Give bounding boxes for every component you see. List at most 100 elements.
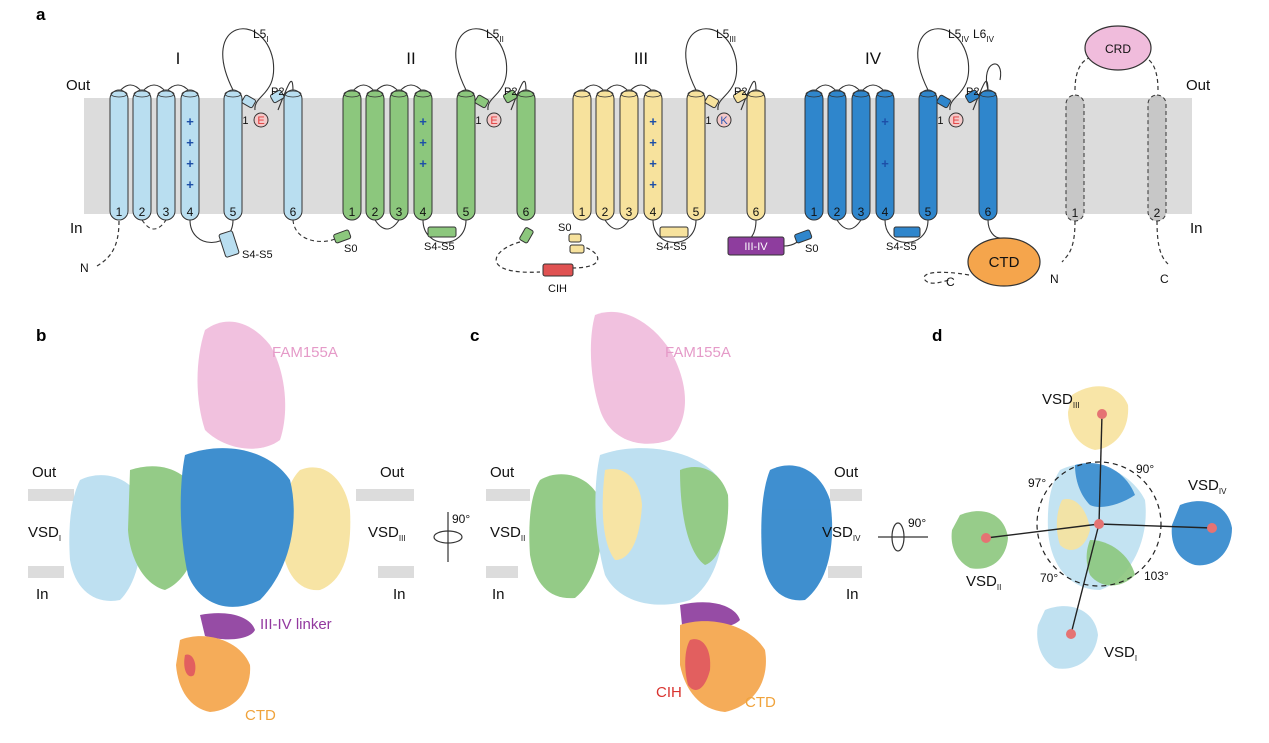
- segment-s2: [132, 89, 152, 221]
- panel-c-ctd-label: CTD: [745, 694, 776, 711]
- rotation-symbol-bc: 90°: [433, 512, 470, 562]
- gating-charge-icon: +: [419, 135, 427, 150]
- panel-b-out-right: Out: [380, 464, 405, 481]
- segment-s3: [851, 89, 871, 221]
- segment-top: [133, 90, 151, 98]
- iii-iv-linker-box: [727, 236, 785, 256]
- intracellular-loop: [836, 219, 862, 230]
- segment-number: 6: [290, 205, 297, 219]
- s4s5-label-ii: S4-S5: [424, 241, 455, 253]
- s4s5-label-i: S4-S5: [242, 249, 273, 261]
- ctd-tail: [923, 271, 970, 284]
- i-ii-linker: [292, 219, 341, 242]
- fam-n-tail: [1061, 220, 1076, 263]
- s0-label-ii: S0: [344, 243, 357, 255]
- fam155a-density-b: [197, 321, 286, 449]
- segment-top: [414, 90, 432, 98]
- panel-d: d VSDIII VSDIV VSDII VSDI 97° 90° 70° 10…: [932, 326, 1232, 669]
- angle-label-97: 97°: [1028, 476, 1046, 490]
- segment-s4: [413, 89, 433, 221]
- axis-to-vsd3: [1098, 413, 1103, 525]
- s4s5-helix-ii: [427, 226, 457, 238]
- intracellular-elements: N S4-S5 S0 S4-S5 CIH S0 S4-S5 III-IV S0 …: [80, 220, 1041, 295]
- cih-label-a: CIH: [548, 283, 567, 295]
- ctd-density-b: [176, 636, 251, 712]
- l5-loop: [455, 28, 508, 111]
- gating-charge-icon: +: [186, 114, 194, 129]
- s6-iv-to-ctd: [987, 219, 1001, 239]
- iii-iv-linker-label: III-IV: [744, 241, 768, 253]
- s0-label-iv: S0: [805, 243, 818, 255]
- segment-top: [181, 90, 199, 98]
- segment-number: 1: [349, 205, 356, 219]
- segment-s1: [804, 89, 824, 221]
- gating-charge-icon: +: [186, 135, 194, 150]
- segment-top: [805, 90, 823, 98]
- vsd3-density-d: [1068, 386, 1129, 450]
- segment-s6: [516, 89, 536, 221]
- panel-a-label: a: [36, 5, 46, 24]
- intracellular-loop: [604, 219, 630, 230]
- panel-b-label: b: [36, 326, 46, 345]
- p2-s6-loop: [277, 80, 294, 111]
- gating-charge-icon: +: [649, 177, 657, 192]
- structure-b: [69, 321, 351, 712]
- segment-s2: [595, 89, 615, 221]
- gating-charge-icon: +: [881, 156, 889, 171]
- cih-helix: [542, 263, 574, 277]
- segment-top: [343, 90, 361, 98]
- segment-top: [620, 90, 638, 98]
- s4-s5-connector: [652, 219, 697, 243]
- segment-number: 3: [163, 205, 170, 219]
- segment-number: 1: [579, 205, 586, 219]
- selectivity-residue-circle: [716, 112, 732, 128]
- pore-yellow-d: [1056, 499, 1090, 550]
- selectivity-residue-circle: [486, 112, 502, 128]
- membrane-bar-c-in-left: [486, 566, 518, 578]
- p1-helix: [704, 94, 719, 109]
- segment-number: 4: [882, 205, 889, 219]
- panel-b-linker-label: III-IV linker: [260, 616, 332, 633]
- p2-helix: [965, 89, 980, 104]
- fam-tm2-label: 2: [1154, 206, 1161, 220]
- segment-top: [596, 90, 614, 98]
- segment-number: 2: [834, 205, 841, 219]
- segment-top: [573, 90, 591, 98]
- membrane-bar-b-in-right: [378, 566, 414, 578]
- rotation-label-cd: 90°: [908, 516, 926, 530]
- segment-s5: [686, 89, 706, 221]
- c-terminus-label: C: [946, 275, 955, 289]
- panel-c-in-right: In: [846, 586, 859, 603]
- p2-helix: [733, 89, 748, 104]
- pore-green-d: [1086, 540, 1135, 586]
- gating-charge-icon: +: [186, 177, 194, 192]
- p2-helix: [503, 89, 518, 104]
- segment-number: 6: [753, 205, 760, 219]
- segment-top: [457, 90, 475, 98]
- panel-b-ctd-label: CTD: [245, 707, 276, 724]
- segment-number: 5: [463, 205, 470, 219]
- s4s5-helix-i: [218, 230, 240, 258]
- panel-d-label: d: [932, 326, 942, 345]
- segment-top: [919, 90, 937, 98]
- segment-s1: [572, 89, 592, 221]
- l6-loop: [985, 63, 1002, 91]
- l5-loop: [222, 28, 275, 111]
- membrane-bar-b-out-right: [356, 489, 414, 501]
- segment-top: [852, 90, 870, 98]
- crd-ellipse: [1084, 25, 1152, 71]
- ctd-label-a: CTD: [989, 254, 1020, 271]
- panel-c-vsd4-label: VSDIV: [822, 524, 861, 543]
- s4s5-label-iii: S4-S5: [656, 241, 687, 253]
- panel-c-label: c: [470, 326, 479, 345]
- p2-helix: [270, 89, 285, 104]
- panel-c-out-right: Out: [834, 464, 859, 481]
- segment-number: 4: [420, 205, 427, 219]
- p2-label: P2: [734, 86, 747, 98]
- selectivity-residue-circle: [253, 112, 269, 128]
- membrane-in-left: In: [70, 220, 83, 237]
- l5-loop-label: L5I: [253, 27, 269, 44]
- p2-label: P2: [271, 86, 284, 98]
- domain-1-numeral: I: [176, 49, 181, 68]
- vsd2-point: [981, 533, 991, 543]
